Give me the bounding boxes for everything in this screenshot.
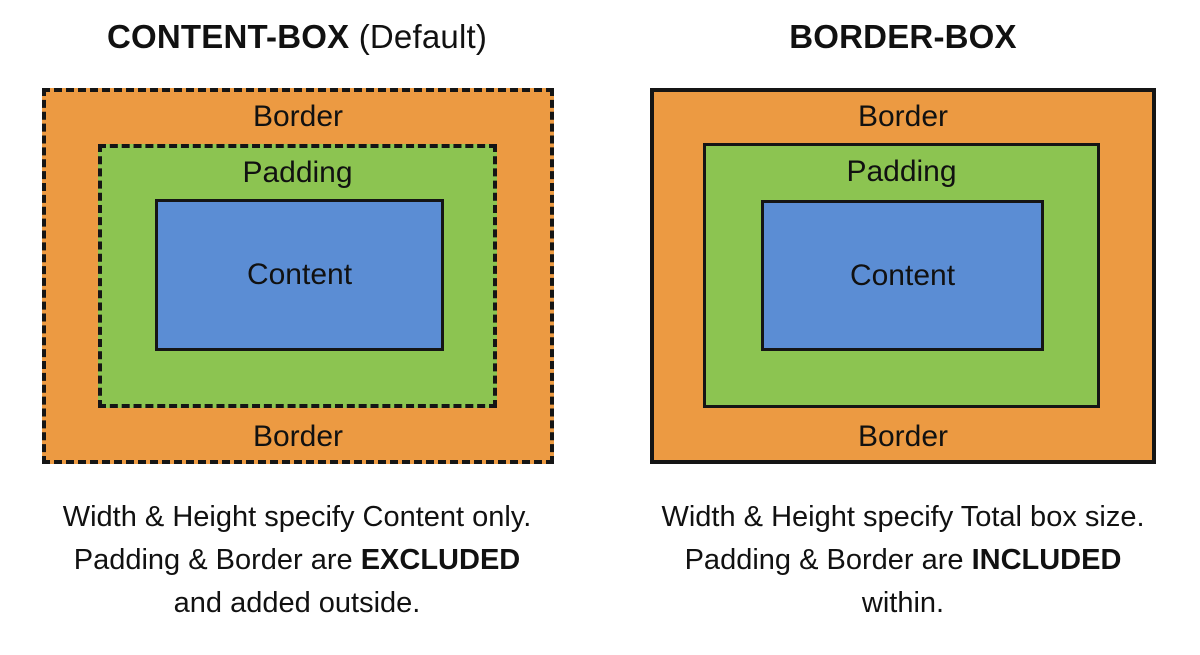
border-box-title-bold: BORDER-BOX [789,18,1017,55]
content-box-border-bottom-label: Border [252,420,344,453]
content-box-title-bold: CONTENT-BOX [106,18,350,55]
border-box-caption-line2-prefix: Padding & Border are [684,544,972,576]
border-box-border-top-label: Border [857,100,949,133]
border-box-padding-label: Padding [846,155,957,188]
border-box-caption-line3: within. [861,587,945,619]
content-box-caption: Width & Height specify Content only. Pad… [0,496,594,625]
content-box-content-label: Content [246,258,353,291]
content-box-caption-line1: Width & Height specify Content only. [62,501,532,533]
content-box-caption-line2-bold: EXCLUDED [360,544,521,576]
content-box-caption-line2-prefix: Padding & Border are [73,544,361,576]
border-box-content-label: Content [849,258,956,292]
content-box-caption-line2: Padding & Border are EXCLUDED [0,539,594,582]
content-box-title: CONTENT-BOX (Default) [0,18,594,56]
content-box-border-top-label: Border [252,100,344,133]
border-box-caption-line1: Width & Height specify Total box size. [661,501,1145,533]
border-box-content-area: Content [761,200,1044,351]
border-box-title: BORDER-BOX [606,18,1200,56]
border-box-caption: Width & Height specify Total box size. P… [606,496,1200,625]
border-box-border-bottom-label: Border [857,420,949,453]
border-box-caption-line2: Padding & Border are INCLUDED [606,539,1200,582]
border-box-caption-line2-bold: INCLUDED [971,544,1122,576]
content-box-content-area: Content [155,199,444,351]
content-box-padding-label: Padding [242,156,353,189]
content-box-caption-line3: and added outside. [173,587,421,619]
content-box-title-normal: (Default) [349,18,488,55]
